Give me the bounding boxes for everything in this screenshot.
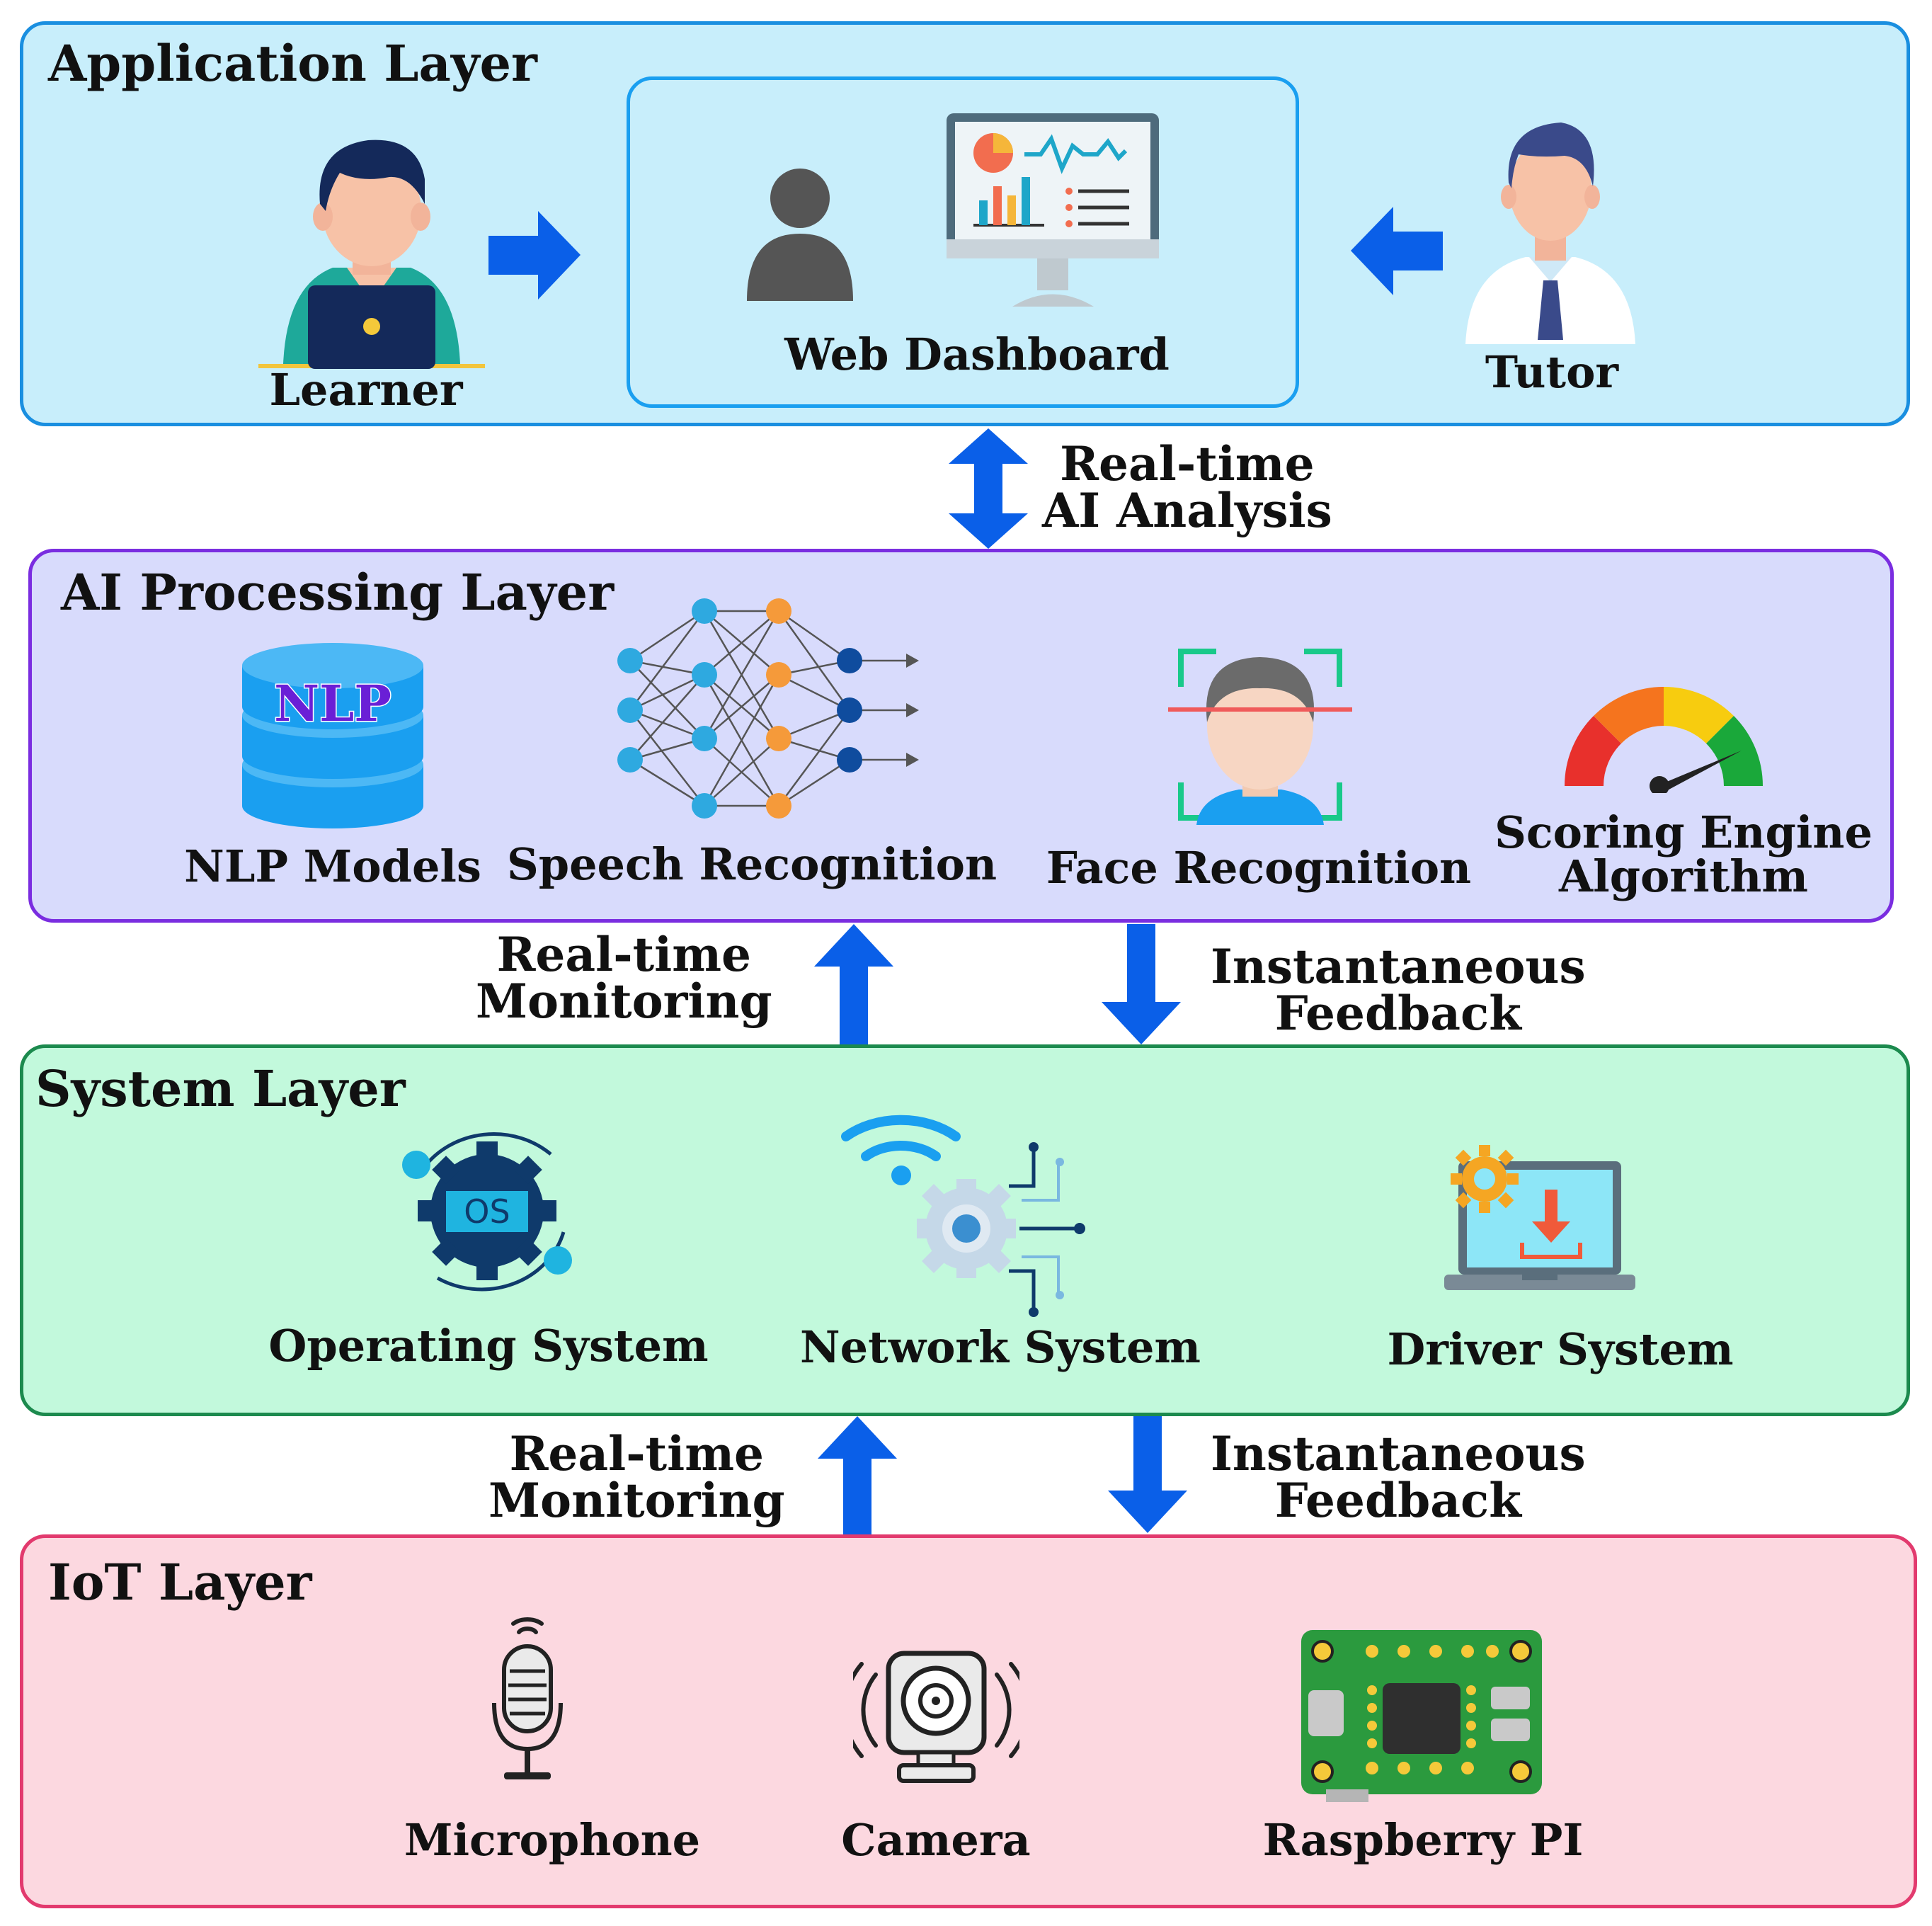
tutor-to-dashboard-arrow: [1351, 207, 1443, 295]
dashboard-monitor-icon: [947, 113, 1159, 307]
learner-to-dashboard-arrow: [488, 211, 581, 300]
nlp-badge-text: NLP: [274, 674, 391, 733]
flow-line: Monitoring: [476, 974, 772, 1029]
neural-network-icon: [617, 598, 919, 819]
tutor-icon: [1465, 122, 1635, 344]
raspberry-pi-board-icon: [1301, 1630, 1542, 1802]
driver-laptop-icon: [1444, 1145, 1635, 1290]
network-system-label: Network System: [799, 1321, 1201, 1373]
ai-sys-feedback-label: Instantaneous Feedback: [1211, 943, 1586, 1037]
scoring-engine-label: Scoring Engine Algorithm: [1494, 811, 1873, 899]
os-gear-icon: OS: [402, 1132, 572, 1292]
sys-iot-down-arrow: [1108, 1416, 1187, 1533]
camera-icon: [853, 1651, 1019, 1783]
os-badge-text: OS: [464, 1192, 510, 1231]
camera-label: Camera: [841, 1814, 1031, 1866]
flow-line: Real-time: [509, 1426, 765, 1481]
flow-line: Real-time: [496, 927, 752, 982]
nlp-models-label: NLP Models: [184, 841, 481, 892]
flow-line: Feedback: [1274, 986, 1521, 1041]
face-recognition-label: Face Recognition: [1046, 842, 1472, 894]
microphone-icon: [492, 1617, 563, 1779]
driver-system-label: Driver System: [1387, 1323, 1734, 1375]
sys-iot-up-arrow: [818, 1416, 897, 1537]
scoring-line-2: Algorithm: [1559, 850, 1808, 902]
flow-line: Real-time: [1060, 436, 1315, 491]
flow-line: AI Analysis: [1042, 483, 1332, 538]
app-ai-flow-label: Real-time AI Analysis: [1042, 440, 1332, 534]
web-dashboard-box: [627, 76, 1299, 408]
ai-sys-monitoring-label: Real-time Monitoring: [476, 931, 772, 1025]
operating-system-label: Operating System: [268, 1320, 709, 1372]
flow-line: Instantaneous: [1211, 1426, 1586, 1481]
network-icon: [841, 1115, 1085, 1317]
speech-recognition-label: Speech Recognition: [506, 838, 998, 890]
system-layer-title: System Layer: [35, 1059, 406, 1118]
iot-layer-title: IoT Layer: [48, 1553, 312, 1612]
flow-line: Monitoring: [488, 1473, 785, 1528]
face-recognition-icon: [1168, 649, 1352, 825]
ai-sys-down-arrow: [1102, 924, 1181, 1044]
application-layer-title: Application Layer: [48, 34, 537, 93]
nlp-database-icon: NLP: [242, 643, 423, 828]
learner-label: Learner: [269, 364, 463, 416]
flow-line: Instantaneous: [1211, 939, 1586, 994]
flow-line: Feedback: [1274, 1473, 1521, 1528]
ai-layer-title: AI Processing Layer: [61, 563, 615, 622]
microphone-label: Microphone: [404, 1814, 701, 1866]
learner-icon: [258, 139, 485, 369]
ai-sys-up-arrow: [814, 924, 893, 1044]
scoring-gauge-icon: [1565, 687, 1763, 793]
web-dashboard-label: Web Dashboard: [784, 329, 1170, 380]
tutor-label: Tutor: [1485, 346, 1619, 398]
sys-iot-monitoring-label: Real-time Monitoring: [488, 1430, 785, 1524]
raspberry-pi-label: Raspberry PI: [1262, 1814, 1584, 1866]
scoring-line-1: Scoring Engine: [1494, 807, 1873, 858]
app-ai-double-arrow: [949, 428, 1028, 549]
user-silhouette-icon: [747, 169, 853, 301]
sys-iot-feedback-label: Instantaneous Feedback: [1211, 1430, 1586, 1524]
